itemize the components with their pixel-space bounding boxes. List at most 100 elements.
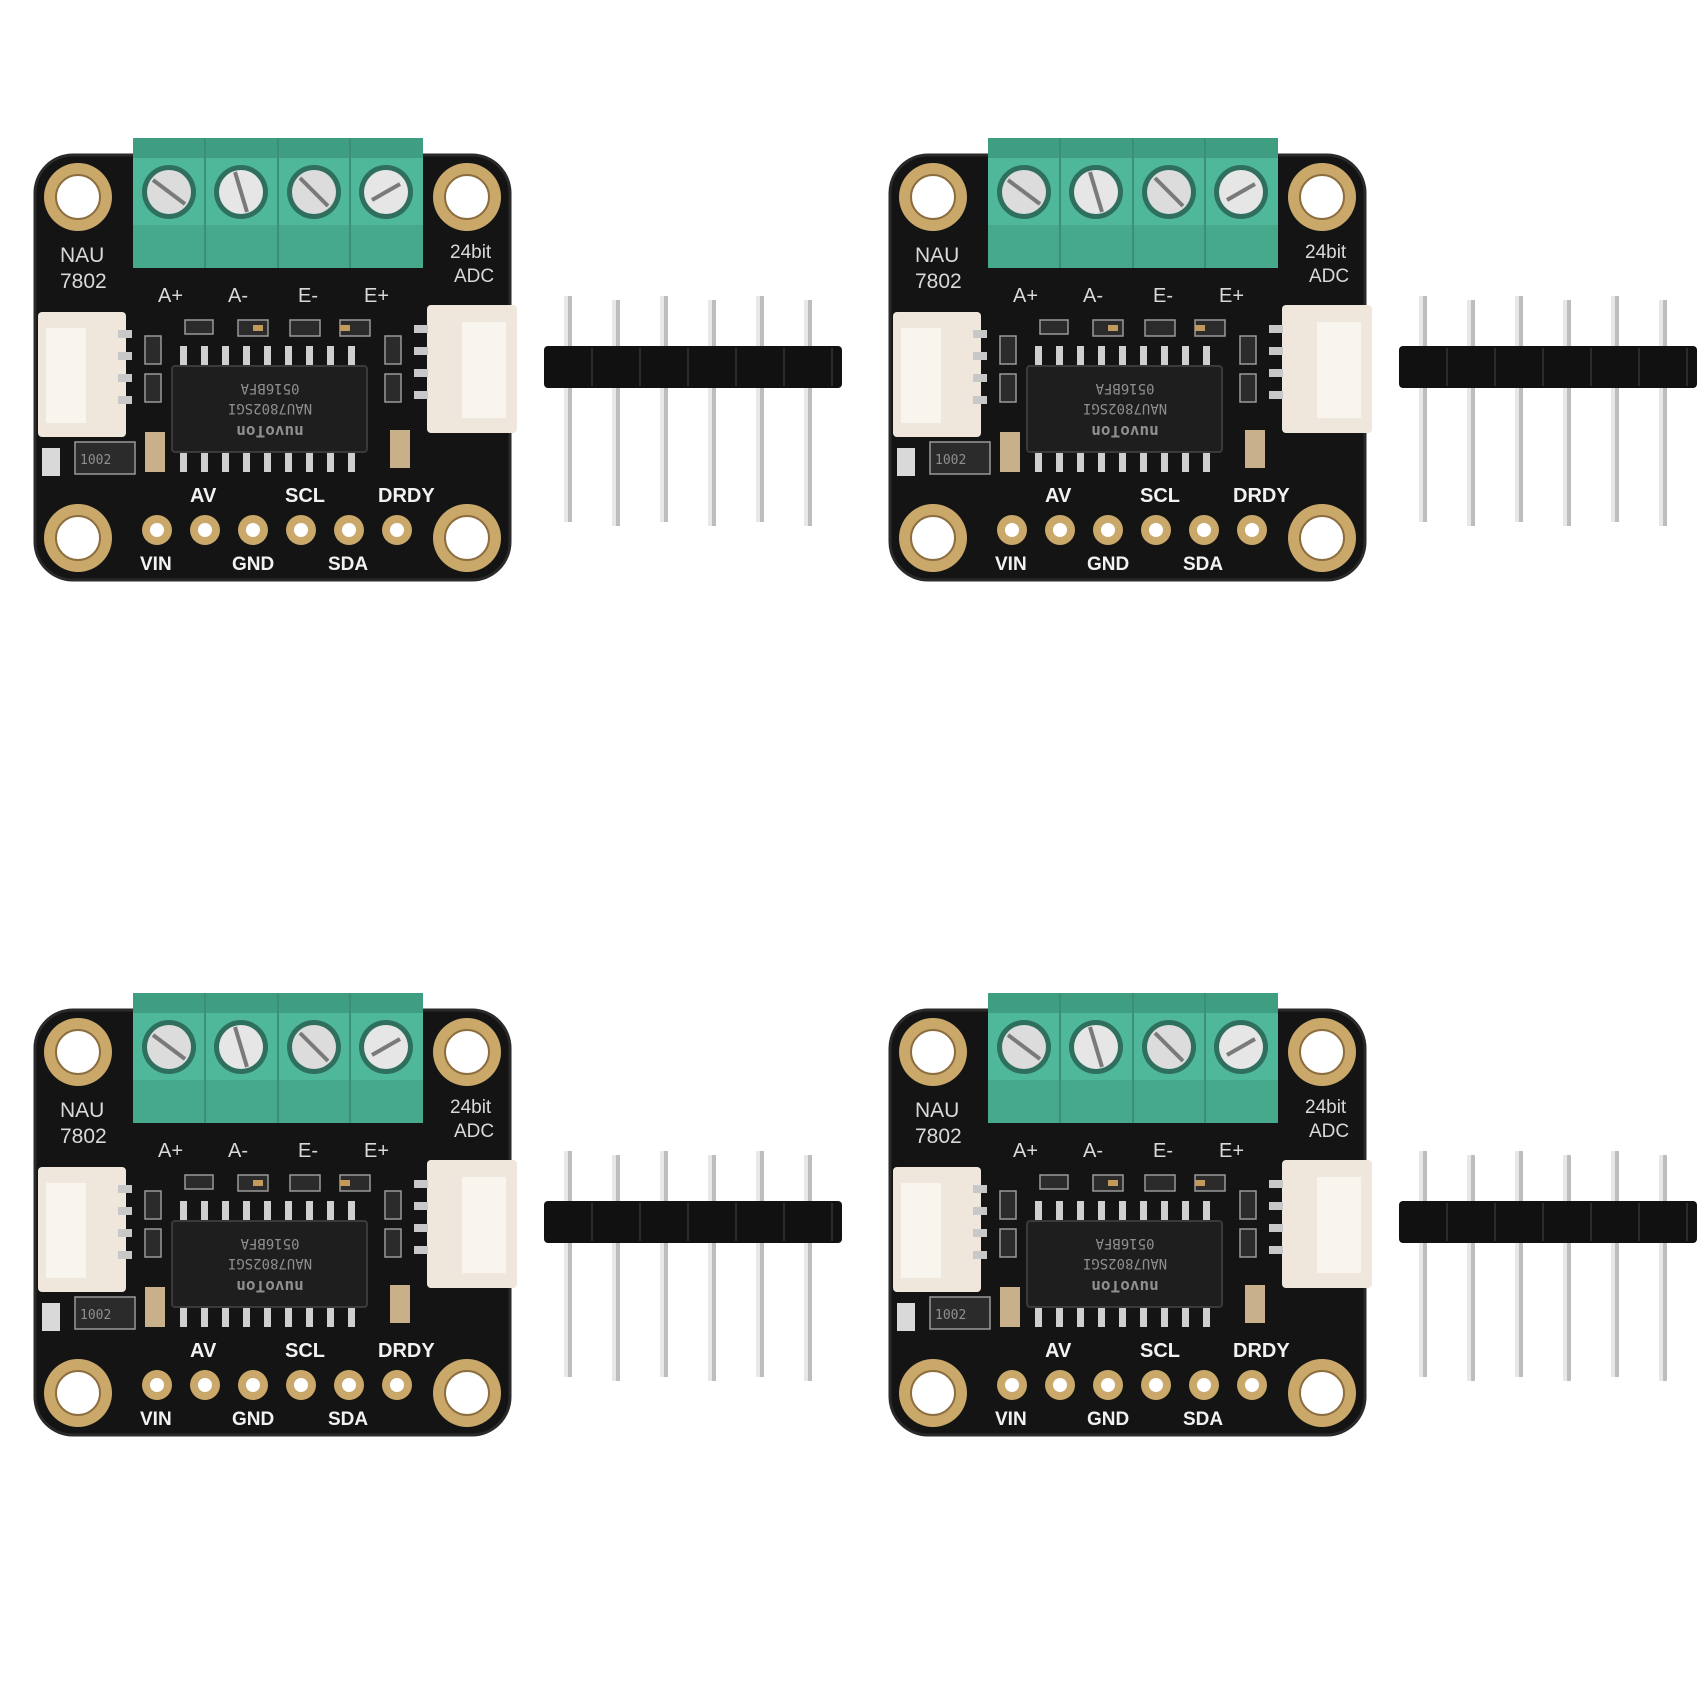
board-label-7802: 7802 bbox=[60, 270, 107, 293]
board-label-adc: ADC bbox=[454, 266, 494, 287]
pin-pad bbox=[382, 1370, 412, 1400]
capacitor bbox=[1245, 430, 1265, 468]
pin-pad bbox=[1045, 1370, 1075, 1400]
chip-marking: NAU7802SGI bbox=[228, 1255, 312, 1271]
mounting-hole-bottom-left bbox=[899, 1359, 967, 1427]
mounting-hole-top-right bbox=[1288, 1018, 1356, 1086]
pin-label: GND bbox=[1087, 554, 1129, 575]
chip-marking: 0516BFA bbox=[240, 1235, 300, 1251]
smd-components bbox=[929, 319, 1257, 475]
screw bbox=[214, 165, 268, 219]
jst-connector-right bbox=[414, 1160, 517, 1288]
header-pin-highlight bbox=[756, 296, 760, 522]
board-label-24bit: 24bit bbox=[450, 242, 492, 263]
screw bbox=[142, 1020, 196, 1074]
jst-connector-left bbox=[38, 312, 132, 437]
terminal-label: E+ bbox=[364, 1140, 389, 1162]
terminal-label: A+ bbox=[1013, 285, 1038, 307]
screw bbox=[214, 1020, 268, 1074]
pin-label: GND bbox=[232, 1409, 274, 1430]
adc-module-kit: NAU 7802 24bit ADC A+ A- E- E+ bbox=[0, 985, 860, 1545]
pin-pad bbox=[286, 515, 316, 545]
terminal-label: E- bbox=[298, 1140, 318, 1162]
pin-label: DRDY bbox=[1233, 485, 1290, 507]
mounting-hole-top-right bbox=[433, 1018, 501, 1086]
mounting-hole-bottom-left bbox=[899, 504, 967, 572]
terminal-label: A+ bbox=[1013, 1140, 1038, 1162]
pin-label: SDA bbox=[1183, 1409, 1223, 1430]
pin-label: VIN bbox=[995, 1409, 1027, 1430]
adc-chip: 0516BFA NAU7802SGI nuvoTon bbox=[1026, 1201, 1223, 1327]
pin-pad bbox=[997, 515, 1027, 545]
pin-label: AV bbox=[190, 485, 217, 507]
pin-label: AV bbox=[190, 1340, 217, 1362]
header-pin-highlight bbox=[1611, 296, 1615, 522]
pin-label: SCL bbox=[285, 1340, 325, 1362]
header-pin-highlight bbox=[804, 1155, 808, 1381]
pin-label: SDA bbox=[328, 554, 368, 575]
board-label-24bit: 24bit bbox=[1305, 1097, 1347, 1118]
header-pin-highlight bbox=[612, 300, 616, 526]
header-pin-highlight bbox=[1467, 300, 1471, 526]
pin-label: SDA bbox=[328, 1409, 368, 1430]
pin-pad bbox=[997, 1370, 1027, 1400]
board-label-adc: ADC bbox=[454, 1121, 494, 1142]
board-label-nau: NAU bbox=[915, 1099, 959, 1122]
pin-pad bbox=[1189, 1370, 1219, 1400]
jst-connector-right bbox=[1269, 1160, 1372, 1288]
pin-pad bbox=[238, 515, 268, 545]
pin-header bbox=[1399, 1151, 1697, 1381]
pin-pad bbox=[334, 515, 364, 545]
terminal-label: A+ bbox=[158, 285, 183, 307]
header-pin-highlight bbox=[660, 1151, 664, 1377]
adc-module-kit: NAU 7802 24bit ADC A+ A- E- E+ bbox=[855, 130, 1700, 690]
jst-connector-left bbox=[893, 1167, 987, 1292]
capacitor bbox=[1000, 1287, 1020, 1327]
pin-label: VIN bbox=[140, 554, 172, 575]
led bbox=[42, 448, 60, 476]
pin-pad bbox=[142, 515, 172, 545]
pin-label: GND bbox=[232, 554, 274, 575]
pin-header bbox=[544, 296, 842, 526]
pin-pad bbox=[190, 515, 220, 545]
kit-drawing: NAU 7802 24bit ADC A+ A- E- E+ bbox=[33, 993, 842, 1437]
mounting-hole-top-right bbox=[433, 163, 501, 231]
header-pin-highlight bbox=[660, 296, 664, 522]
adc-module-kit: NAU 7802 24bit ADC A+ A- E- E+ bbox=[855, 985, 1700, 1545]
pin-pad bbox=[1141, 515, 1171, 545]
mounting-hole-bottom-right bbox=[433, 504, 501, 572]
mounting-hole-top-left bbox=[899, 1018, 967, 1086]
smd-components bbox=[74, 1174, 402, 1330]
header-pin-highlight bbox=[804, 300, 808, 526]
pin-label: SCL bbox=[1140, 1340, 1180, 1362]
pin-pad bbox=[1093, 1370, 1123, 1400]
header-pin-highlight bbox=[1659, 300, 1663, 526]
board-label-7802: 7802 bbox=[915, 270, 962, 293]
pin-pad bbox=[334, 1370, 364, 1400]
pin-pad bbox=[286, 1370, 316, 1400]
terminal-label: E+ bbox=[1219, 285, 1244, 307]
header-pin-highlight bbox=[708, 1155, 712, 1381]
pin-pad bbox=[142, 1370, 172, 1400]
capacitor bbox=[1000, 432, 1020, 472]
pin-pad bbox=[1237, 515, 1267, 545]
screw bbox=[1069, 1020, 1123, 1074]
pin-label: VIN bbox=[995, 554, 1027, 575]
adc-chip: 0516BFA NAU7802SGI nuvoTon bbox=[1026, 346, 1223, 472]
screw bbox=[1142, 1020, 1196, 1074]
pin-pad bbox=[1093, 515, 1123, 545]
board-label-adc: ADC bbox=[1309, 266, 1349, 287]
header-pin-highlight bbox=[1611, 1151, 1615, 1377]
terminal-label: E+ bbox=[364, 285, 389, 307]
screw bbox=[1214, 1020, 1268, 1074]
pin-pad bbox=[382, 515, 412, 545]
screw bbox=[1142, 165, 1196, 219]
pin-header-body bbox=[1399, 346, 1697, 388]
mounting-hole-bottom-right bbox=[1288, 504, 1356, 572]
pin-label: SCL bbox=[1140, 485, 1180, 507]
pin-label: AV bbox=[1045, 1340, 1072, 1362]
terminal-label: A- bbox=[1083, 1140, 1103, 1162]
led bbox=[897, 1303, 915, 1331]
chip-marking: NAU7802SGI bbox=[1083, 400, 1167, 416]
pin-header-body bbox=[544, 1201, 842, 1243]
